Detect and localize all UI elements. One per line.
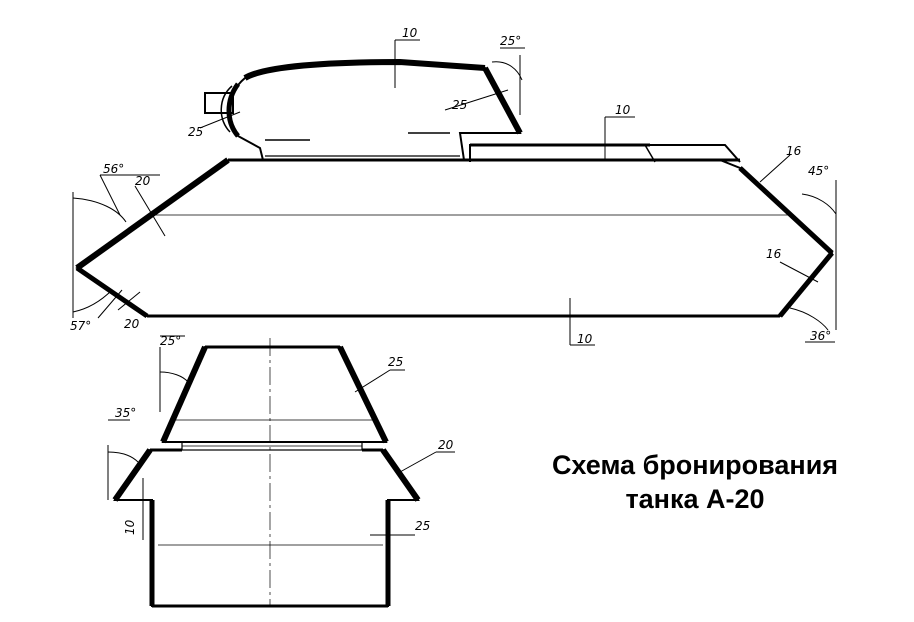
turret-rear-label: 25: [452, 98, 467, 112]
engine-deck: [469, 143, 741, 163]
sponson-label: 20: [438, 438, 454, 452]
sponson-angle-label: 35°: [115, 406, 136, 420]
cross-section-turret: [160, 345, 389, 451]
turret-angle-label: 25°: [160, 334, 181, 348]
lower-front-angle-arc: [72, 289, 113, 313]
diagram-caption: Схема бронирования танка А-20: [500, 448, 890, 516]
cross-section: [107, 335, 455, 608]
upper-front-angle-label: 56°: [103, 162, 124, 176]
caption-line-2: танка А-20: [625, 484, 765, 514]
hull-side-label: 25: [415, 519, 430, 533]
side-view-labels: 10 25° 25 25 10 16 45° 16 36° 56° 20 57°…: [70, 26, 831, 346]
lower-rear-label: 16: [766, 247, 782, 261]
upper-rear-label: 16: [786, 144, 802, 158]
caption-line-1: Схема бронирования: [551, 450, 839, 480]
roof-label: 10: [123, 519, 137, 535]
turret-side-label: 25: [388, 355, 403, 369]
side-view: [72, 39, 837, 346]
upper-front-angle-arc: [72, 197, 127, 223]
lower-front-angle-label: 57°: [70, 319, 91, 333]
upper-rear-angle-label: 45°: [808, 164, 829, 178]
turret-roof-label: 10: [402, 26, 418, 40]
turret: [204, 58, 523, 161]
upper-front-label: 20: [135, 174, 151, 188]
lower-front-label: 20: [124, 317, 140, 331]
upper-rear-angle-arc: [801, 193, 837, 215]
turret-rear-angle-arc: [491, 61, 523, 81]
cross-section-hull: [112, 448, 421, 608]
bottom-label: 10: [577, 332, 593, 346]
lower-rear-angle-label: 36°: [810, 329, 831, 343]
hull-outline: [75, 157, 834, 319]
lower-rear-angle-arc: [789, 307, 829, 331]
cross-section-labels: 25° 25 35° 20 25 10: [115, 334, 454, 535]
turret-front-label: 25: [188, 125, 203, 139]
engine-deck-label: 10: [615, 103, 631, 117]
turret-rear-angle-label: 25°: [500, 34, 521, 48]
